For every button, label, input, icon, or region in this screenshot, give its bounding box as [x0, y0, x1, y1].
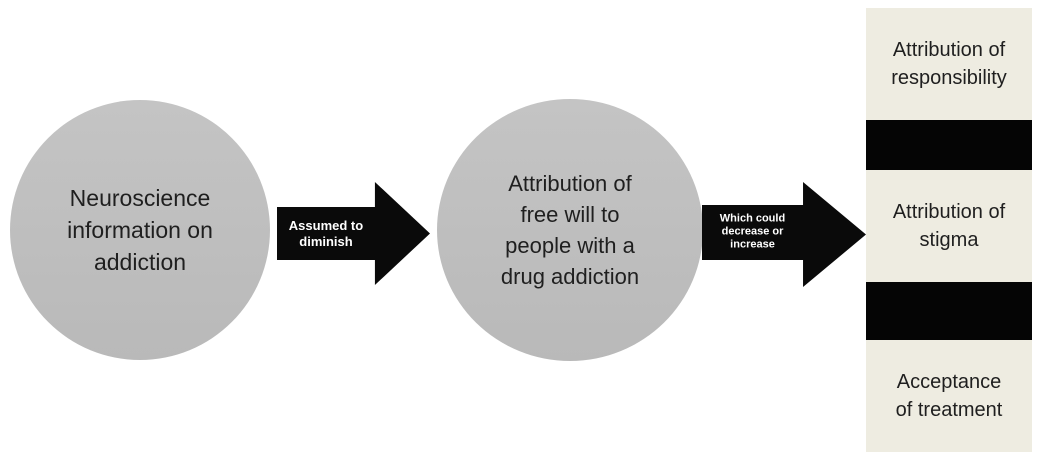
node-attribution-free-will: Attribution of free will to people with …	[437, 99, 703, 361]
node-neuroscience-information: Neuroscience information on addiction	[10, 100, 270, 360]
node-text-line: addiction	[93, 249, 187, 275]
outcomes-panel: Attribution of responsibility Attributio…	[866, 8, 1032, 452]
arrow-label: Which could decrease or increase	[702, 213, 803, 252]
node-text-line: Attribution of	[508, 171, 632, 196]
outcome-attribution-of-stigma: Attribution of stigma	[866, 170, 1032, 282]
outcome-text-line: stigma	[919, 229, 979, 251]
node-text: Neuroscience information on addiction	[67, 182, 213, 278]
arrow-label-line: Assumed to	[288, 217, 364, 233]
arrow-assumed-to-diminish: Assumed to diminish	[277, 182, 430, 285]
outcome-text-line: of treatment	[895, 399, 1003, 421]
arrow-label-line: increase	[730, 238, 775, 251]
outcome-text-line: Acceptance	[896, 371, 1002, 393]
arrow-label: Assumed to diminish	[277, 218, 375, 250]
outcome-attribution-of-responsibility: Attribution of responsibility	[866, 8, 1032, 120]
node-text-line: Neuroscience	[69, 185, 211, 211]
divider-bar	[866, 282, 1032, 340]
arrow-label-line: Which could	[719, 212, 786, 225]
outcome-acceptance-of-treatment: Acceptance of treatment	[866, 340, 1032, 452]
node-text: Attribution of free will to people with …	[501, 168, 639, 292]
arrow-decrease-or-increase: Which could decrease or increase	[702, 182, 866, 287]
node-text-line: drug addiction	[500, 264, 640, 289]
node-text-line: information on	[67, 217, 213, 243]
node-text-line: free will to	[520, 202, 620, 227]
outcome-text-line: Attribution of	[892, 201, 1006, 223]
divider-bar	[866, 120, 1032, 170]
outcome-text-line: responsibility	[891, 67, 1007, 89]
arrow-label-line: decrease or	[721, 225, 784, 238]
outcome-text-line: Attribution of	[892, 39, 1006, 61]
arrow-label-line: diminish	[299, 233, 353, 249]
node-text-line: people with a	[505, 233, 635, 258]
